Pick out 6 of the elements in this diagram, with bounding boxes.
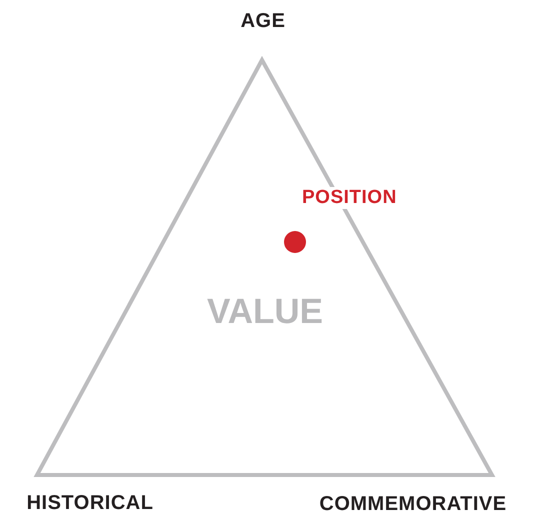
center-label: VALUE bbox=[206, 292, 324, 332]
vertex-label: AGE bbox=[240, 10, 286, 33]
triangle-diagram bbox=[33, 56, 497, 480]
position-dot bbox=[284, 231, 306, 253]
vertex-label: COMMEMORATIVE bbox=[319, 493, 507, 516]
vertex-label: HISTORICAL bbox=[26, 492, 154, 515]
